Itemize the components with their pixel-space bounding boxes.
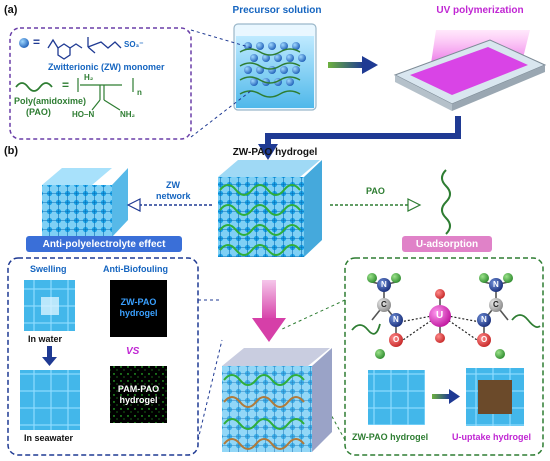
tile-zwpao [368, 370, 425, 425]
u-coordination-structure [351, 273, 541, 359]
arrow-to-hydrogel [258, 116, 461, 160]
so3-label: SO₃⁻ [124, 40, 144, 49]
bottom-uptake-label: U-uptake hydrogel [452, 432, 532, 442]
panel-a-label: (a) [4, 4, 18, 16]
pao-n: n [137, 88, 142, 97]
arrow-to-zw-network [126, 198, 212, 212]
zwpao-box-line1: ZW-PAO [120, 297, 157, 307]
pao-name-line1: Poly(amidoxime) [14, 96, 87, 106]
pao-label: PAO [366, 186, 385, 196]
vs-label: VS [126, 346, 140, 357]
uv-plate [393, 30, 547, 111]
uptake-arrow [432, 389, 460, 404]
zw-monomer-ball [19, 38, 29, 48]
anti-polyelectrolyte-badge: Anti-polyelectrolyte effect [26, 236, 182, 252]
atom-c-right: C [493, 300, 499, 309]
zw-pao-hydrogel-cube [218, 160, 322, 257]
zw-monomer-name: Zwitterionic (ZW) monomer [48, 62, 165, 72]
arrow-to-uv [328, 56, 378, 74]
pampao-box-line2: hydrogel [119, 395, 158, 405]
pao-nh2: NH₂ [120, 110, 136, 119]
panel-b-label: (b) [4, 145, 19, 157]
u-adsorption-box [344, 257, 544, 456]
pao-h2: H₂ [84, 73, 94, 82]
uv-title: UV polymerization [436, 5, 524, 16]
tile-in-seawater [20, 370, 80, 430]
pampao-fluorescence-box [110, 366, 167, 423]
zw-monomer-structure [47, 37, 122, 60]
pink-down-arrow [252, 280, 286, 342]
atom-n2-left: N [393, 315, 399, 324]
zwpao-box-line2: hydrogel [119, 308, 158, 318]
atom-n2-right: N [481, 315, 487, 324]
atom-n-right: N [493, 280, 499, 289]
anti-poly-box [7, 257, 199, 456]
pao-ho-n: HO–N [72, 110, 95, 119]
atom-u: U [436, 310, 444, 321]
anti-biofouling-title: Anti-Biofouling [103, 264, 168, 274]
u-adsorption-badge: U-adsorption [402, 236, 492, 252]
pao-legend-squiggle [15, 82, 53, 92]
zw-equals: = [33, 35, 41, 49]
in-water-label: In water [28, 334, 63, 344]
pao-chain [441, 169, 451, 235]
pao-name-line2: (PAO) [26, 107, 51, 117]
bottom-zwpao-label: ZW-PAO hydrogel [352, 432, 429, 442]
hydrogel-title: ZW-PAO hydrogel [232, 147, 318, 158]
atom-o-left: O [393, 335, 400, 344]
connector-left [197, 299, 223, 441]
atom-c-left: C [381, 300, 387, 309]
zw-network-label-2: network [156, 191, 191, 201]
legend-box [9, 27, 192, 140]
zw-network-label-1: ZW [166, 180, 180, 190]
in-seawater-label: In seawater [24, 433, 74, 443]
swelling-title: Swelling [30, 264, 67, 274]
swollen-hydrogel-cube [222, 348, 332, 452]
atom-o-right: O [481, 335, 488, 344]
pao-equals: = [62, 78, 70, 92]
legend-callout-lines [190, 29, 253, 138]
precursor-beaker [233, 23, 317, 111]
atom-n-left: N [381, 280, 387, 289]
zwpao-fluorescence-box [110, 280, 167, 337]
pampao-box-line1: PAM-PAO [117, 384, 160, 394]
arrow-to-pao [330, 198, 422, 212]
swelling-arrow [42, 346, 57, 366]
precursor-title: Precursor solution [232, 5, 322, 16]
zw-network-cube [42, 168, 128, 237]
pao-structure [77, 78, 134, 111]
